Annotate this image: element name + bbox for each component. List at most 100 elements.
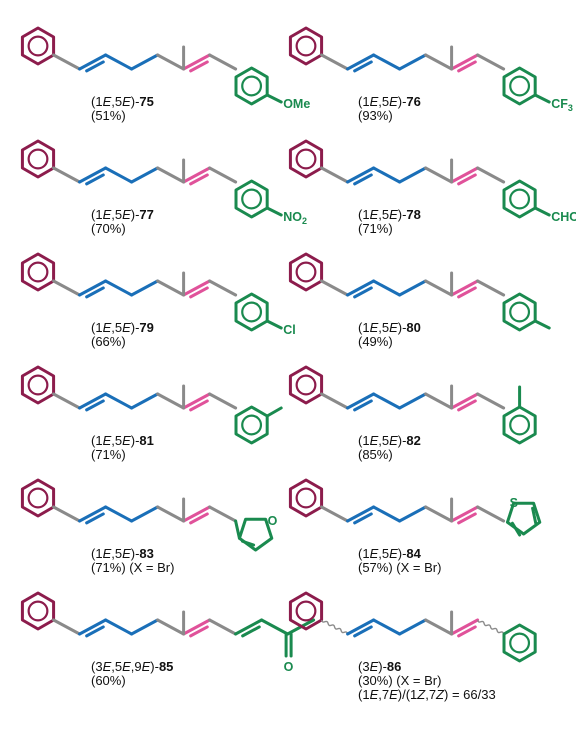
compound-label: (1E,5E)-83 xyxy=(91,546,154,561)
chain-bond xyxy=(208,618,238,636)
chain-bond xyxy=(130,392,160,410)
isomer-ratio: (1E,7E)/(1Z,7Z) = 66/33 xyxy=(358,687,496,702)
chain-bond xyxy=(424,618,454,636)
chain-bond xyxy=(208,53,238,71)
aryl-ring xyxy=(234,405,269,445)
chain-bond xyxy=(320,505,350,523)
phenyl-ring-aromatic xyxy=(27,148,49,170)
para-bond xyxy=(533,319,551,330)
chain-double-bond xyxy=(346,166,376,184)
chain-bond xyxy=(104,618,134,636)
yield-label: (70%) xyxy=(91,221,126,236)
chain-double-bond xyxy=(450,505,480,523)
phenyl-ring xyxy=(20,139,56,179)
chain-bond xyxy=(398,505,428,523)
compound-label: (3E,5E,9E)-85 xyxy=(91,659,174,674)
compound-label: (1E,5E)-76 xyxy=(358,94,421,109)
compound-77: NO2 xyxy=(20,139,307,226)
chain-bond xyxy=(476,53,506,71)
para-bond xyxy=(533,93,551,104)
chain-bond xyxy=(156,53,186,71)
chain-double-bond xyxy=(182,53,212,71)
compound-83: O xyxy=(20,478,278,552)
chain-bond xyxy=(130,166,160,184)
chain-bond xyxy=(156,166,186,184)
compound-82 xyxy=(288,365,537,445)
para-bond xyxy=(533,206,551,217)
chain-double-bond-inner xyxy=(457,399,477,412)
chain-bond xyxy=(476,505,506,523)
chain-double-bond xyxy=(78,166,108,184)
ring-oxygen: O xyxy=(268,514,278,528)
aryl-ring-aromatic xyxy=(241,301,263,323)
terminal-phenyl-ring xyxy=(502,623,537,663)
phenyl-ring xyxy=(20,252,56,292)
para-substituent: Cl xyxy=(283,323,296,337)
phenyl-ring-aromatic xyxy=(295,148,317,170)
caption-79: (1E,5E)-79(66%) xyxy=(91,321,154,349)
chain-double-bond xyxy=(450,279,480,297)
para-bond xyxy=(265,319,283,330)
carbonyl-oxygen: O xyxy=(284,660,294,674)
aryl-ring xyxy=(234,66,269,106)
yield-label: (85%) xyxy=(358,447,393,462)
caption-84: (1E,5E)-84(57%) (X = Br) xyxy=(358,547,441,575)
chain-bond xyxy=(372,53,402,71)
aryl-ring-aromatic xyxy=(509,188,531,210)
chain-wavy-bond xyxy=(320,619,349,635)
yield-label: (93%) xyxy=(358,108,393,123)
chain-bond xyxy=(320,53,350,71)
chain-double-bond-inner xyxy=(189,286,209,299)
chain-double-bond xyxy=(450,618,480,636)
caption-80: (1E,5E)-80(49%) xyxy=(358,321,421,349)
chain-bond xyxy=(208,505,238,523)
chain-double-bond-inner xyxy=(85,173,105,186)
ring-inner-bond xyxy=(240,539,256,547)
chain-double-bond-inner xyxy=(353,399,373,412)
chain-bond xyxy=(104,505,134,523)
phenyl-ring xyxy=(288,139,324,179)
chain-bond xyxy=(372,392,402,410)
chain-bond xyxy=(398,166,428,184)
aryl-ring-aromatic xyxy=(241,75,263,97)
chain-double-bond-inner xyxy=(353,173,373,186)
chain-bond xyxy=(156,505,186,523)
chain-double-bond xyxy=(78,279,108,297)
aryl-ring xyxy=(502,292,537,332)
dihydrofuran-ring xyxy=(237,517,274,552)
chain-double-bond-inner xyxy=(85,60,105,73)
chain-bond xyxy=(130,505,160,523)
chain-bond xyxy=(372,505,402,523)
chain-bond xyxy=(424,279,454,297)
chain-double-bond-inner xyxy=(189,60,209,73)
chain-bond xyxy=(208,279,238,297)
aryl-ring xyxy=(502,179,537,219)
phenyl-ring xyxy=(288,591,324,631)
chain-bond xyxy=(320,392,350,410)
chain-double-bond-inner xyxy=(189,625,209,638)
compound-75: OMe xyxy=(20,26,310,111)
chain-bond xyxy=(372,166,402,184)
chain-bond xyxy=(476,392,506,410)
chain-double-bond-inner xyxy=(353,60,373,73)
chain-double-bond xyxy=(78,53,108,71)
aryl-ring-aromatic xyxy=(241,414,263,436)
yield-label: (71%) (X = Br) xyxy=(91,560,175,575)
chain-bond xyxy=(320,279,350,297)
yield-label: (30%) (X = Br) xyxy=(358,673,442,688)
chain-bond xyxy=(130,618,160,636)
ring-inner-bond xyxy=(510,521,522,537)
chain-bond xyxy=(52,279,82,297)
yield-label: (71%) xyxy=(358,221,393,236)
chain-double-bond xyxy=(182,505,212,523)
yield-label: (66%) xyxy=(91,334,126,349)
caption-75: (1E,5E)-75(51%) xyxy=(91,95,154,123)
phenyl-ring-aromatic xyxy=(295,600,317,622)
meta-methyl xyxy=(265,406,283,418)
chain-bond xyxy=(156,279,186,297)
para-bond xyxy=(265,93,283,104)
para-substituent: CHO xyxy=(551,210,576,224)
chain-bond xyxy=(320,166,350,184)
chain-double-bond-inner xyxy=(85,512,105,525)
